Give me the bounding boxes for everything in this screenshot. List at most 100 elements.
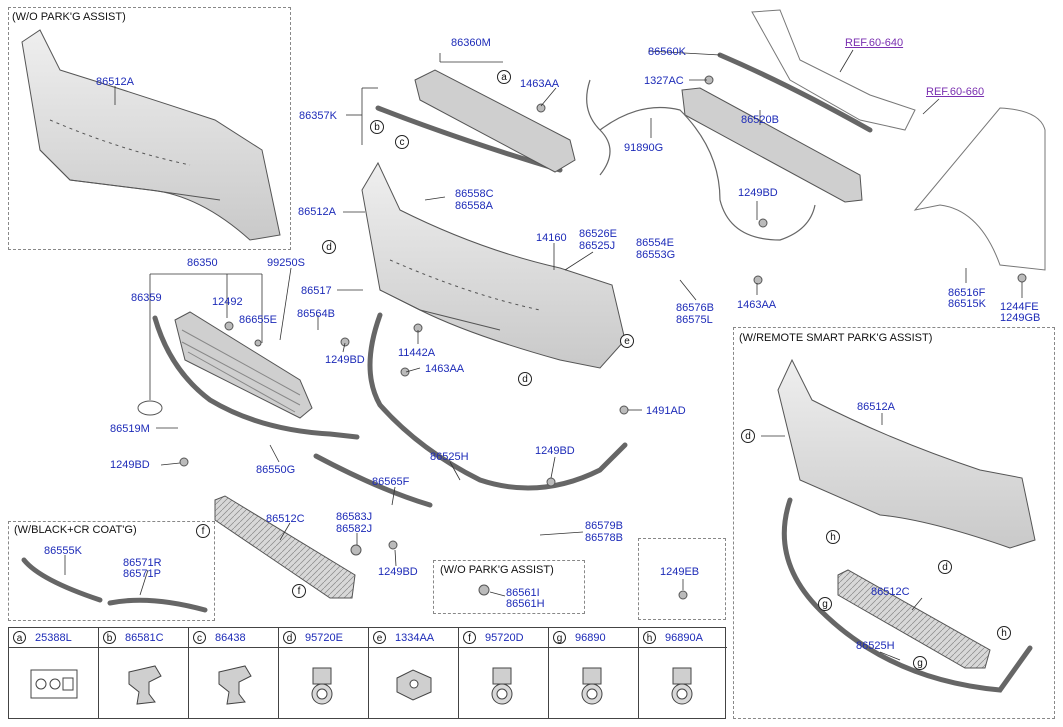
part-label[interactable]: 1244FE	[1000, 301, 1039, 313]
part-label[interactable]: 1249BD	[738, 187, 778, 199]
part-label[interactable]: 86582J	[336, 523, 373, 535]
part-label[interactable]: 86512A	[857, 401, 895, 413]
legend-letter: b	[103, 631, 116, 644]
label-sticker-icon	[30, 669, 78, 699]
part-label[interactable]: 86515K	[948, 298, 986, 310]
part-label[interactable]: 99250S	[267, 257, 305, 269]
part-label[interactable]: 86655E	[239, 314, 277, 326]
part-label[interactable]: 1249BD	[535, 445, 575, 457]
part-label[interactable]: 86516F	[948, 287, 986, 299]
legend-letter: g	[553, 631, 566, 644]
callout-e[interactable]: e	[620, 334, 634, 348]
ref-link[interactable]: REF.60-660	[926, 86, 985, 98]
part-label[interactable]: 86571R	[123, 557, 162, 569]
part-label[interactable]: 86525J	[579, 240, 616, 252]
part-label[interactable]: 86558A	[455, 200, 493, 212]
part-label[interactable]: 1249EB	[660, 566, 700, 578]
part-label[interactable]: 86512C	[871, 586, 910, 598]
part-label[interactable]: 86550G	[256, 464, 296, 476]
callout-d[interactable]: d	[322, 240, 336, 254]
part-label[interactable]: 1463AA	[520, 78, 560, 90]
part-label[interactable]: 91890G	[624, 142, 664, 154]
legend-cell[interactable]: g 96890	[549, 628, 639, 718]
ref-link[interactable]: REF.60-640	[845, 37, 904, 49]
part-label[interactable]: 86359	[131, 292, 162, 304]
part-label[interactable]: 86360M	[451, 37, 491, 49]
sensor-icon	[491, 667, 513, 705]
part-label[interactable]: 86512A	[96, 76, 134, 88]
callout-a[interactable]: a	[497, 70, 511, 84]
part-label[interactable]: 1249BD	[378, 566, 418, 578]
callout-h[interactable]: h	[826, 530, 840, 544]
part-label[interactable]: 86525H	[430, 451, 469, 463]
callout-h[interactable]: h	[997, 626, 1011, 640]
part-label[interactable]: 86579B	[585, 520, 623, 532]
group-box-wo-parkg-mid	[433, 560, 585, 614]
callout-f[interactable]: f	[292, 584, 306, 598]
callout-f[interactable]: f	[196, 524, 210, 538]
part-label[interactable]: 1249BD	[110, 459, 150, 471]
part-label[interactable]: 86558C	[455, 188, 494, 200]
part-label[interactable]: 86526E	[579, 228, 617, 240]
part-label[interactable]: 86520B	[741, 114, 779, 126]
leader-lines	[64, 49, 1023, 661]
part-label[interactable]: 86578B	[585, 532, 623, 544]
part-label[interactable]: 86350	[187, 257, 218, 269]
part-label[interactable]: 86560K	[648, 46, 686, 58]
legend-letter: h	[643, 631, 656, 644]
callout-g[interactable]: g	[818, 597, 832, 611]
legend-part-number: 96890	[575, 632, 606, 644]
legend-part-number: 1334AA	[395, 632, 435, 644]
part-label[interactable]: 1249BD	[325, 354, 365, 366]
part-label[interactable]: 86525H	[856, 640, 895, 652]
part-label[interactable]: 11442A	[398, 347, 436, 359]
legend-part-number: 25388L	[35, 632, 72, 644]
part-label[interactable]: 86554E	[636, 237, 674, 249]
part-label[interactable]: 86565F	[372, 476, 410, 488]
part-label[interactable]: 86517	[301, 285, 332, 297]
part-label[interactable]: 1491AD	[646, 405, 686, 417]
legend-letter: d	[283, 631, 296, 644]
wiring-harness-illustration	[586, 79, 816, 241]
callout-d[interactable]: d	[741, 429, 755, 443]
part-label[interactable]: 86575L	[676, 314, 713, 326]
legend-cell-header: g 96890	[549, 628, 638, 648]
part-label[interactable]: 86583J	[336, 511, 373, 523]
callout-b[interactable]: b	[370, 120, 384, 134]
part-label[interactable]: 86512A	[298, 206, 336, 218]
part-label[interactable]: 86555K	[44, 545, 82, 557]
part-label[interactable]: 1249GB	[1000, 312, 1041, 324]
part-label[interactable]: 86564B	[297, 308, 335, 320]
part-label[interactable]: 86561H	[506, 598, 545, 610]
part-label[interactable]: 86512C	[266, 513, 305, 525]
callout-c[interactable]: c	[395, 135, 409, 149]
callout-d[interactable]: d	[938, 560, 952, 574]
part-label[interactable]: 1327AC	[644, 75, 684, 87]
part-label[interactable]: 86357K	[299, 110, 337, 122]
part-label[interactable]: 86519M	[110, 423, 150, 435]
part-label[interactable]: 86576B	[676, 302, 714, 314]
part-label[interactable]: 1463AA	[737, 299, 777, 311]
part-label[interactable]: 86561I	[506, 587, 540, 599]
callout-g[interactable]: g	[913, 656, 927, 670]
sensor-icon	[311, 667, 333, 705]
part-label[interactable]: 12492	[212, 296, 243, 308]
part-label[interactable]: 14160	[536, 232, 567, 244]
part-label[interactable]: 1463AA	[425, 363, 465, 375]
frame-illustration	[751, 9, 1046, 271]
part-label[interactable]: 86571P	[123, 568, 161, 580]
part-label[interactable]: 86553G	[636, 249, 676, 261]
legend-letter: f	[463, 631, 476, 644]
callout-d[interactable]: d	[518, 372, 532, 386]
